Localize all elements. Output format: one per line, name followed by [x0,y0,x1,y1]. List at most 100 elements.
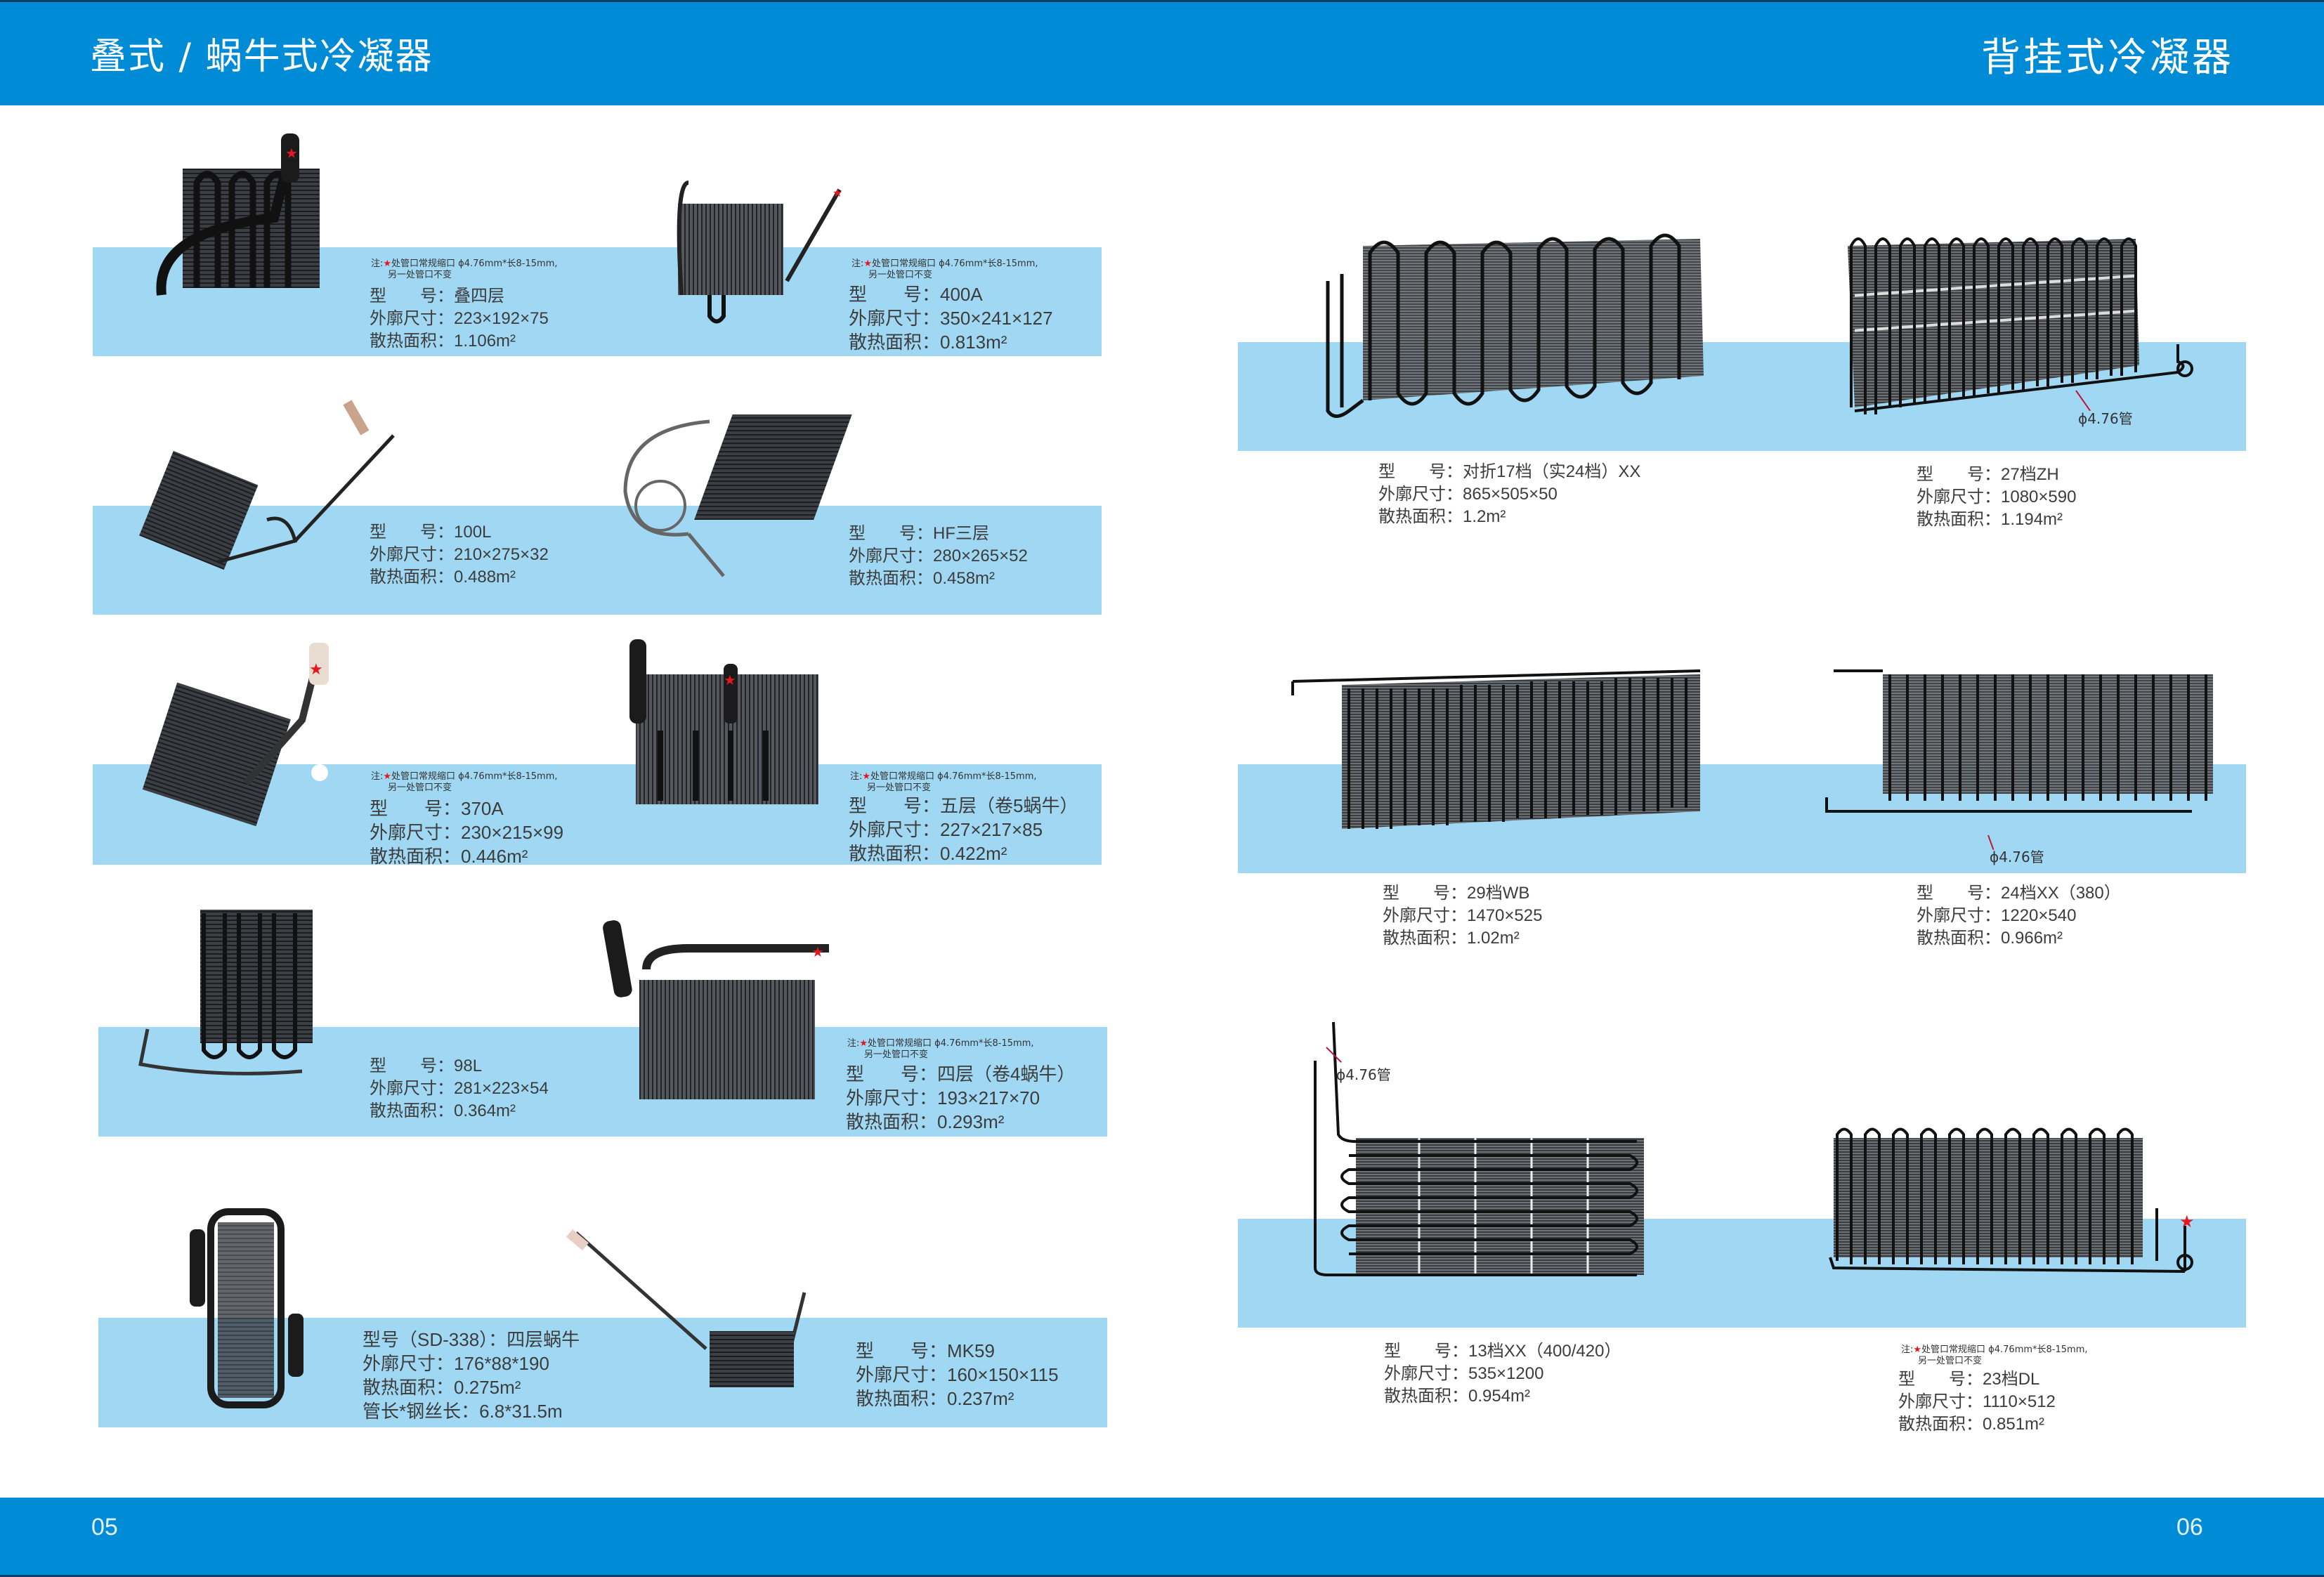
size-value: 160×150×115 [947,1364,1059,1385]
product-image-stack4: ★ [148,126,337,309]
product-image-sd338 [183,1208,323,1412]
note-400a: 注:★处管口常规缩口 ϕ4.76mm*长8-15mm, 另一处管口不变 [851,259,1038,280]
area-value: 0.813m² [940,332,1007,353]
star-icon: ★ [383,771,392,782]
product-image-400a: ★ [646,176,857,324]
area-value: 0.954m² [1468,1387,1531,1406]
product-image-13xx [1307,1015,1686,1282]
area-value: 0.458m² [933,569,995,588]
note-5layer: 注:★处管口常规缩口 ϕ4.76mm*长8-15mm, 另一处管口不变 [850,771,1037,793]
product-image-23dl: ★ [1820,1106,2213,1275]
svg-text:★: ★ [285,145,298,162]
size-value: 1110×512 [1983,1392,2056,1411]
size-value: 865×505×50 [1463,485,1558,504]
area-value: 0.275m² [454,1377,521,1398]
model-value: 29档WB [1467,884,1530,903]
right-page-title: 背挂式冷凝器 [1981,35,2234,81]
svg-text:★: ★ [2179,1212,2195,1231]
area-value: 0.293m² [937,1111,1005,1132]
bottom-footer-bar [0,1498,2324,1577]
product-image-370a: ★ [141,643,351,853]
note-4layer: 注:★处管口常规缩口 ϕ4.76mm*长8-15mm, 另一处管口不变 [847,1038,1034,1060]
area-value: 1.02m² [1467,929,1520,948]
model-value: 对折17档（实24档）XX [1463,462,1641,481]
size-value: 1470×525 [1467,906,1543,925]
spec-5layer: 型 号：五层（卷5蜗牛） 外廓尺寸：227×217×85 散热面积：0.422m… [849,795,1078,864]
size-value: 281×223×54 [454,1079,549,1098]
top-header-bar: 叠式 / 蜗牛式冷凝器 背挂式冷凝器 [0,0,2324,105]
size-value: 227×217×85 [940,819,1043,840]
model-value: 370A [461,798,504,819]
model-value: MK59 [947,1340,995,1361]
model-value: HF三层 [933,524,989,543]
size-value: 176*88*190 [454,1353,549,1374]
product-image-fold17 [1321,225,1714,421]
model-value: 叠四层 [454,287,504,306]
size-value: 210×275×32 [454,545,549,564]
area-value: 0.446m² [461,846,528,867]
model-value: 98L [454,1056,483,1075]
product-image-100l [133,393,414,604]
svg-text:★: ★ [309,661,323,679]
row-band-2 [93,506,1102,615]
size-value: 535×1200 [1468,1364,1544,1383]
size-value: 1080×590 [2001,488,2077,506]
product-image-4layer: ★ [597,913,829,1103]
product-image-29wb [1286,660,1707,843]
note-23dl: 注:★处管口常规缩口 ϕ4.76mm*长8-15mm, 另一处管口不变 [1901,1344,2088,1366]
area-value: 0.364m² [454,1101,516,1120]
product-image-27zh [1841,225,2206,436]
star-icon: ★ [1913,1344,1922,1355]
spec-4layer: 型 号：四层（卷4蜗牛） 外廓尺寸：193×217×70 散热面积：0.293m… [846,1064,1076,1132]
size-value: 193×217×70 [937,1087,1040,1108]
size-value: 1220×540 [2001,906,2077,925]
spec-13xx: 型 号：13档XX（400/420） 外廓尺寸：535×1200 散热面积：0.… [1384,1342,1621,1406]
note-370a: 注:★处管口常规缩口 ϕ4.76mm*长8-15mm, 另一处管口不变 [371,771,558,793]
star-icon: ★ [383,259,392,269]
area-value: 0.422m² [940,843,1007,864]
svg-text:★: ★ [833,186,842,199]
spec-100l: 型 号：100L 外廓尺寸：210×275×32 散热面积：0.488m² [370,523,549,587]
area-value: 0.851m² [1983,1415,2045,1434]
note-stack4: 注:★处管口常规缩口 ϕ4.76mm*长8-15mm, 另一处管口不变 [371,259,558,280]
page-number-left: 05 [91,1514,118,1540]
product-image-5layer: ★ [618,632,829,815]
spec-fold17: 型 号：对折17档（实24档）XX 外廓尺寸：865×505×50 散热面积：1… [1378,462,1641,526]
product-image-98l [133,903,344,1092]
spec-98l: 型 号：98L 外廓尺寸：281×223×54 散热面积：0.364m² [370,1056,549,1120]
product-image-mk59 [566,1229,811,1398]
model-value: 四层（卷4蜗牛） [937,1064,1076,1085]
model-value: 五层（卷5蜗牛） [940,795,1078,816]
extra-value: 6.8*31.5m [479,1401,563,1422]
area-value: 1.194m² [2001,510,2063,529]
product-image-24xx [1799,660,2234,836]
size-value: 223×192×75 [454,309,549,328]
spec-27zh: 型 号：27档ZH 外廓尺寸：1080×590 散热面积：1.194m² [1917,465,2077,529]
product-image-hf3 [611,400,864,590]
star-icon: ★ [863,259,873,269]
spec-stack4: 型 号：叠四层 外廓尺寸：223×192×75 散热面积：1.106m² [370,287,549,351]
size-value: 230×215×99 [461,822,564,843]
left-page-title: 叠式 / 蜗牛式冷凝器 [90,36,433,78]
model-value: 23档DL [1983,1370,2040,1389]
star-icon: ★ [862,771,871,782]
area-value: 0.488m² [454,568,516,587]
spec-hf3: 型 号：HF三层 外廓尺寸：280×265×52 散热面积：0.458m² [849,524,1028,588]
size-value: 350×241×127 [940,308,1053,329]
pipe-label-24xx: ϕ4.76管 [1990,849,2044,865]
row-band-4 [98,1027,1107,1137]
pipe-label-13xx: ϕ4.76管 [1336,1066,1391,1083]
spec-sd338: 型号（SD-338）：四层蜗牛 外廓尺寸：176*88*190 散热面积：0.2… [363,1329,580,1422]
page-number-right: 06 [2176,1514,2203,1540]
spec-24xx: 型 号：24档XX（380） 外廓尺寸：1220×540 散热面积：0.966m… [1917,884,2121,948]
spec-23dl: 型 号：23档DL 外廓尺寸：1110×512 散热面积：0.851m² [1898,1370,2056,1434]
model-value: 13档XX（400/420） [1468,1342,1621,1361]
area-value: 1.2m² [1463,507,1506,526]
model-value: 400A [940,284,983,305]
svg-text:★: ★ [811,943,824,960]
model-value: 27档ZH [2001,465,2059,484]
area-value: 0.237m² [947,1388,1014,1409]
spec-400a: 型 号：400A 外廓尺寸：350×241×127 散热面积：0.813m² [849,284,1053,353]
model-value: 100L [454,523,492,542]
spec-mk59: 型 号：MK59 外廓尺寸：160×150×115 散热面积：0.237m² [856,1340,1059,1409]
